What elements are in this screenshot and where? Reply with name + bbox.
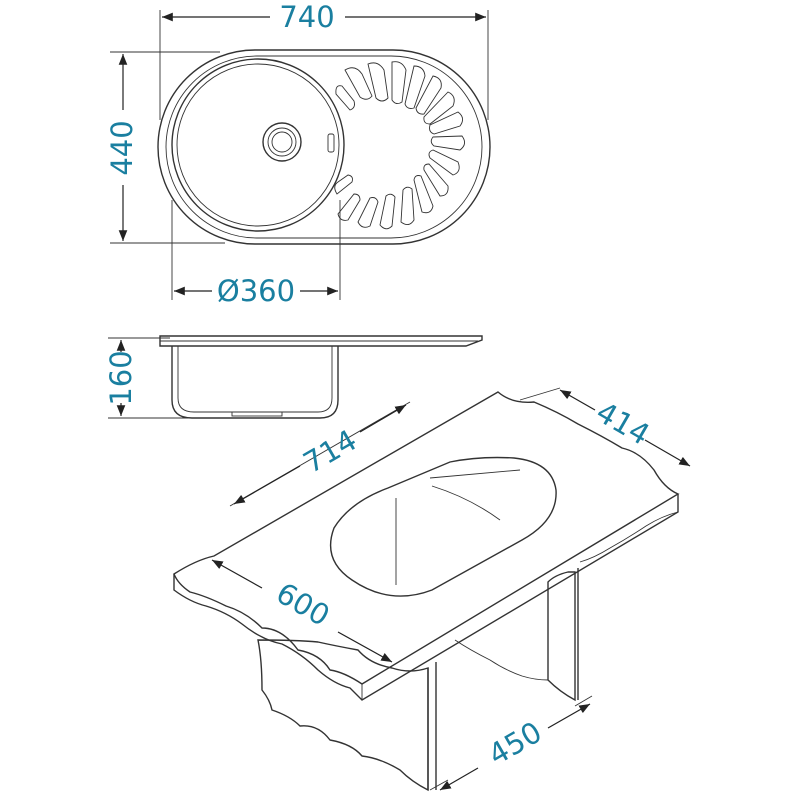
side-view: 160 xyxy=(104,335,483,419)
dim-label-600: 600 xyxy=(271,576,336,633)
countertop-top xyxy=(173,391,680,685)
dim-line-450 xyxy=(439,767,479,791)
cabinet-right-panel xyxy=(547,571,576,702)
sink-bowl-side xyxy=(171,346,339,419)
drainboard-ridges xyxy=(334,61,465,230)
dim-line-600 xyxy=(211,559,263,589)
sink-flange xyxy=(159,335,483,347)
drain-icon xyxy=(262,122,302,162)
dim-label-440: 440 xyxy=(105,120,139,175)
dim-label-740: 740 xyxy=(279,0,334,34)
cabinet-left-panel xyxy=(257,639,429,792)
dim-label-450: 450 xyxy=(483,715,548,772)
dim-line-414 xyxy=(559,389,596,411)
sink-outer-rim xyxy=(157,49,491,245)
dim-label-360: Ø360 xyxy=(217,274,295,308)
top-view: 740 440 Ø360 xyxy=(105,0,491,308)
dim-line-714 xyxy=(233,465,301,505)
sink-bowl xyxy=(171,58,345,232)
installation-3d-view: 714 414 600 450 xyxy=(173,387,691,792)
countertop-cutout xyxy=(329,456,557,597)
dim-label-160: 160 xyxy=(104,350,138,405)
dim-label-414: 414 xyxy=(591,395,656,452)
dim-label-714: 714 xyxy=(298,423,363,480)
countertop-front-edge xyxy=(173,494,679,701)
